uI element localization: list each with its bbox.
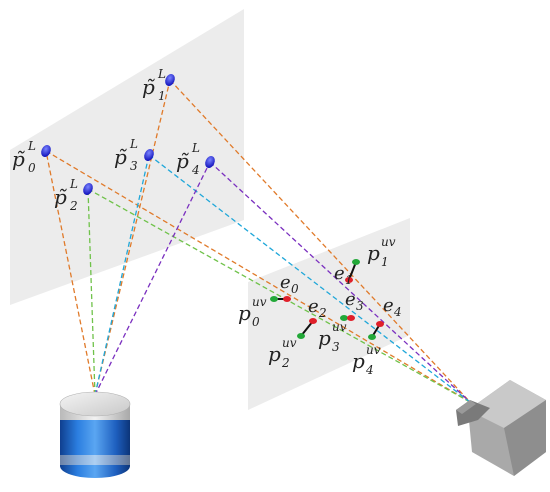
ray-lidar-p2 bbox=[87, 188, 96, 396]
projected-point-uv3 bbox=[347, 315, 355, 321]
label-uv1-base: p bbox=[367, 241, 380, 265]
label-p0-sub: 0 bbox=[28, 161, 36, 175]
projected-point-uv4 bbox=[376, 321, 384, 327]
label-e3-base: e bbox=[345, 289, 356, 310]
label-uv4-sub: 4 bbox=[365, 363, 374, 377]
projected-point-uv1 bbox=[345, 277, 353, 283]
label-e4-sub: 4 bbox=[393, 305, 402, 319]
label-uv2-sup: uv bbox=[282, 336, 297, 350]
ray-lidar-p1 bbox=[94, 79, 171, 396]
observed-point-uv2 bbox=[297, 333, 305, 339]
label-p0-base: p̃ bbox=[12, 147, 25, 171]
projected-point-uv2 bbox=[309, 318, 317, 324]
ray-lidar-p3 bbox=[94, 154, 150, 396]
label-uv4-base: p bbox=[352, 349, 365, 373]
label-uv1-sup: uv bbox=[381, 235, 396, 249]
label-p0: p̃0 L bbox=[12, 139, 36, 175]
label-p1-sub: 1 bbox=[158, 89, 166, 103]
image-plane bbox=[248, 218, 410, 410]
label-p4-sup: L bbox=[191, 141, 200, 155]
label-uv3-base: p bbox=[318, 326, 331, 350]
lidar-points bbox=[41, 74, 215, 195]
label-uv2-base: p bbox=[268, 342, 281, 366]
ray-camera-p0 bbox=[45, 150, 471, 403]
image-point-pairs bbox=[270, 259, 384, 340]
label-p1-sup: L bbox=[157, 67, 166, 81]
observed-point-uv3 bbox=[340, 315, 348, 321]
label-uv3-sub: 3 bbox=[332, 340, 340, 354]
label-uv2-sub: 2 bbox=[281, 356, 290, 370]
label-e2-base: e bbox=[308, 296, 319, 317]
lidar-plane bbox=[10, 9, 244, 305]
observed-point-uv1 bbox=[352, 259, 360, 265]
camera-icon bbox=[456, 380, 546, 476]
label-uv1-sub: 1 bbox=[381, 255, 389, 269]
label-p3-base: p̃ bbox=[114, 145, 127, 169]
label-p4: p̃4 L bbox=[176, 141, 200, 177]
label-uv0-base: p bbox=[238, 301, 251, 325]
label-p2: p̃2 L bbox=[54, 177, 78, 213]
label-p2-base: p̃ bbox=[54, 185, 67, 209]
label-p1: p̃1 L bbox=[142, 67, 166, 103]
lidar-point-p1 bbox=[165, 74, 175, 86]
label-p0-sup: L bbox=[27, 139, 36, 153]
label-uv4-sup: uv bbox=[366, 343, 381, 357]
label-e0-base: e bbox=[280, 272, 291, 293]
label-p3-sub: 3 bbox=[130, 159, 138, 173]
label-p4-base: p̃ bbox=[176, 149, 189, 173]
ray-camera-p1 bbox=[169, 79, 471, 403]
label-p3: p̃3 L bbox=[114, 137, 138, 173]
label-p1-base: p̃ bbox=[142, 75, 155, 99]
lidar-point-p4 bbox=[205, 156, 215, 168]
ray-camera-p4 bbox=[209, 161, 471, 403]
label-uv0-sub: 0 bbox=[252, 315, 260, 329]
rays bbox=[45, 79, 471, 403]
label-p4-sub: 4 bbox=[191, 163, 200, 177]
label-e1-base: e bbox=[334, 263, 345, 284]
projected-point-uv0 bbox=[283, 296, 291, 302]
label-e3-sub: 3 bbox=[356, 299, 364, 313]
lidar-sensor-icon bbox=[59, 391, 131, 478]
label-uv3-sup: uv bbox=[332, 320, 347, 334]
ray-lidar-p0 bbox=[45, 150, 96, 396]
ray-lidar-p4 bbox=[94, 161, 211, 396]
label-p2-sub: 2 bbox=[69, 199, 78, 213]
label-e1-sub: 1 bbox=[345, 273, 353, 287]
lidar-point-p2 bbox=[83, 183, 93, 195]
label-p2-sup: L bbox=[69, 177, 78, 191]
label-e0-sub: 0 bbox=[291, 282, 299, 296]
observed-point-uv0 bbox=[270, 296, 278, 302]
lidar-point-p0 bbox=[41, 145, 51, 157]
ray-camera-p3 bbox=[148, 154, 471, 403]
lidar-point-p3 bbox=[144, 149, 154, 161]
label-uv0-sup: uv bbox=[252, 295, 267, 309]
observed-point-uv4 bbox=[368, 334, 376, 340]
label-p3-sup: L bbox=[129, 137, 138, 151]
label-e2-sub: 2 bbox=[318, 306, 327, 320]
ray-camera-p2 bbox=[87, 188, 471, 403]
error-segment-uv1 bbox=[348, 261, 357, 281]
label-e4-base: e bbox=[383, 295, 394, 316]
